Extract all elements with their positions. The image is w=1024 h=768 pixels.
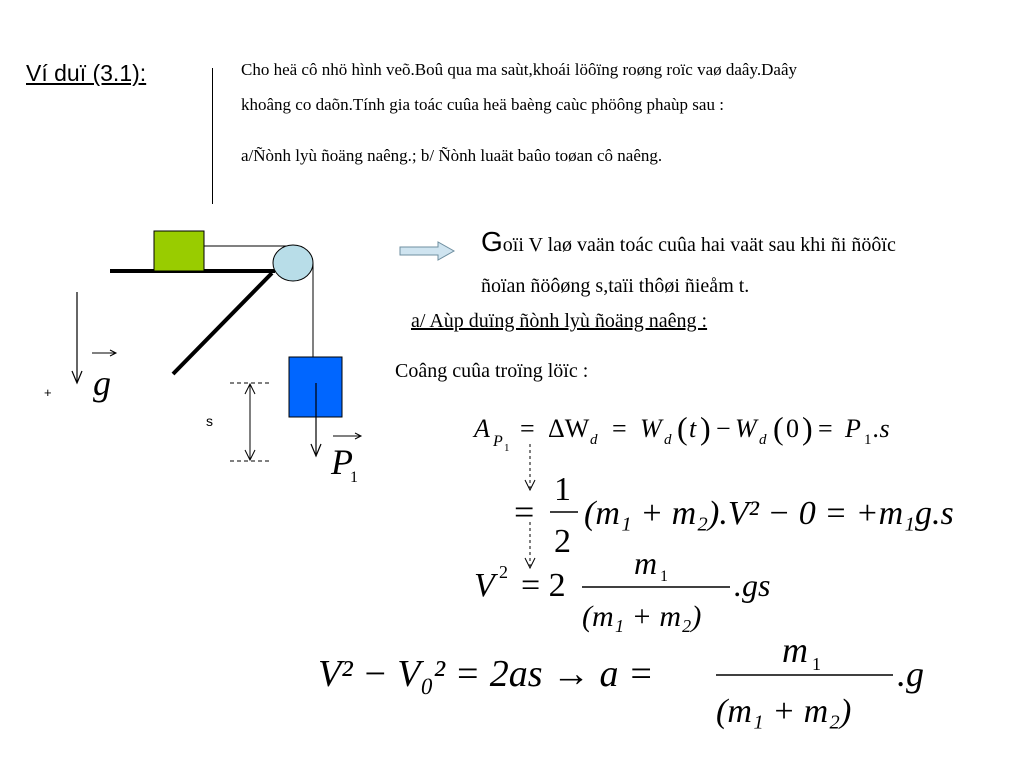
- eq2-eq: =: [514, 492, 534, 532]
- block-m2: [153, 230, 205, 272]
- right-arrow-icon: [399, 241, 456, 261]
- dashed-connector-2-head: [524, 557, 536, 570]
- equation-4: V² − V₀² = 2as → a = m 1 (m₁ + m₂) .g: [318, 630, 924, 730]
- problem-line-3: a/Ñònh lyù ñoäng naêng.; b/ Ñònh luaät b…: [241, 146, 663, 165]
- pulley-diagram: P 1 + g s: [44, 230, 363, 486]
- eq1-A-sub-1: 1: [504, 442, 510, 454]
- gravity-arrow-head: [71, 370, 83, 385]
- eq1-rparen-2: ): [802, 410, 813, 446]
- eq4-num: m: [782, 630, 808, 670]
- eq1-delta-w: ΔW: [548, 414, 590, 443]
- eq2-body: (m₁ + m₂).V² − 0 = +m₁g.s: [584, 495, 954, 532]
- s-label: s: [206, 413, 213, 429]
- eq4-left: V² − V₀² = 2as → a =: [318, 653, 654, 695]
- eq1-W-1: W: [640, 414, 664, 443]
- plus-sign: +: [44, 385, 52, 400]
- eq1-lparen-2: (: [773, 410, 784, 446]
- eq1-lparen-1: (: [677, 410, 688, 446]
- weight-arrow-head: [310, 443, 322, 458]
- eq1-P-sub-1: 1: [864, 432, 872, 448]
- eq2-den: 2: [554, 523, 571, 560]
- eq1-d-3: d: [759, 432, 767, 448]
- eq3-eq: = 2: [521, 567, 566, 604]
- eq1-W-2: W: [735, 414, 759, 443]
- eq4-den: (m₁ + m₂): [716, 693, 851, 730]
- eq4-tail: .g: [897, 654, 924, 694]
- work-of-gravity-label: Coâng cuûa troïng löïc :: [395, 360, 589, 382]
- eq1-eq-2: =: [612, 414, 627, 443]
- eq1-d-2: d: [664, 432, 672, 448]
- g-vector-head: [109, 349, 118, 357]
- p-vector-head: [354, 432, 363, 440]
- s-arrow-top: [244, 382, 256, 395]
- eq4-num-sub: 1: [812, 654, 821, 674]
- eq1-A-sub-P: P: [492, 433, 503, 450]
- equation-3: V 2 = 2 m 1 (m₁ + m₂) .gs: [474, 545, 770, 633]
- equation-1: A P 1 = ΔW d = W d ( t ) − W d ( 0 ) = P…: [472, 410, 890, 454]
- equation-2: = 1 2 (m₁ + m₂).V² − 0 = +m₁g.s: [514, 471, 954, 560]
- eq3-num: m: [634, 545, 657, 581]
- p-subscript: 1: [350, 469, 358, 486]
- eq1-eq-1: =: [520, 414, 535, 443]
- eq1-d-1: d: [590, 432, 598, 448]
- vertical-divider: [212, 68, 213, 204]
- eq3-V: V: [474, 567, 499, 604]
- callout-line-1: Goïi V laø vaän toác cuûa hai vaät sau k…: [481, 226, 896, 258]
- dashed-connector-1-head: [524, 479, 536, 492]
- part-a-heading: a/ Aùp duïng ñònh lyù ñoäng naêng :: [411, 310, 708, 332]
- eq1-minus: −: [716, 414, 731, 443]
- example-label: Ví duï (3.1):: [26, 60, 147, 86]
- eq1-s: .s: [873, 414, 890, 443]
- problem-line-1: Cho heä cô nhö hình veõ.Boû qua ma saùt,…: [241, 60, 797, 79]
- g-label: g: [93, 363, 111, 403]
- eq1-t: t: [689, 414, 697, 443]
- support-beam: [171, 271, 274, 376]
- s-arrow-bottom: [244, 449, 256, 462]
- callout-line-1-text: oïi V laø vaän toác cuûa hai vaät sau kh…: [502, 234, 896, 256]
- eq1-A: A: [472, 414, 490, 443]
- problem-line-2: khoâng co daõn.Tính gia toác cuûa heä ba…: [241, 95, 724, 114]
- eq3-tail: .gs: [734, 567, 770, 603]
- eq1-P: P: [844, 414, 861, 443]
- eq3-den: (m₁ + m₂): [582, 600, 701, 633]
- eq2-num: 1: [554, 471, 571, 508]
- eq1-zero: 0: [786, 414, 799, 443]
- callout-initial: G: [481, 226, 503, 257]
- p-label: P: [330, 442, 353, 482]
- eq3-num-sub: 1: [660, 568, 668, 585]
- eq1-eq-3: =: [818, 414, 833, 443]
- eq1-rparen-1: ): [700, 410, 711, 446]
- callout-line-2: ñoïan ñöôøng s,taïi thôøi ñieåm t.: [481, 275, 750, 297]
- eq3-sq: 2: [499, 562, 508, 582]
